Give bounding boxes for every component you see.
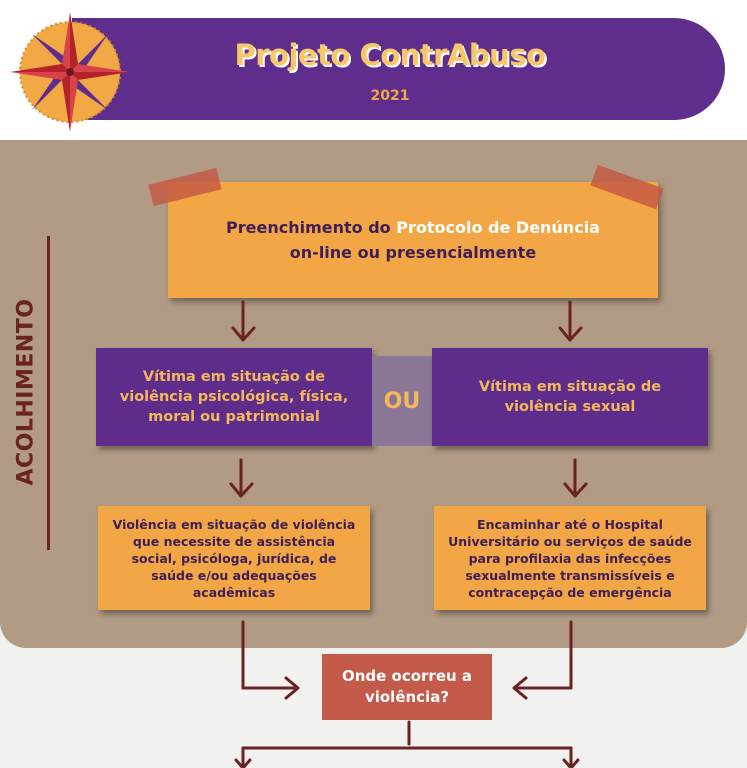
step-protocol-text: Preenchimento do Protocolo de Denúncia o… bbox=[226, 215, 600, 265]
section-label-text: ACOLHIMENTO bbox=[13, 298, 39, 486]
case-box-left: Vítima em situação de violência psicológ… bbox=[96, 348, 372, 446]
action-box-right: Encaminhar até o Hospital Universitário … bbox=[434, 506, 706, 610]
year-label: 2021 bbox=[370, 88, 410, 104]
action-box-left: Violência em situação de violência que n… bbox=[98, 506, 370, 610]
or-separator: OU bbox=[372, 356, 432, 446]
step-text-start: Preenchimento do bbox=[226, 218, 397, 237]
step-protocol-note: Preenchimento do Protocolo de Denúncia o… bbox=[168, 182, 658, 298]
step-text-highlight: Protocolo de Denúncia bbox=[396, 218, 600, 237]
or-label: OU bbox=[383, 388, 421, 414]
page-title: Projeto ContrAbuso bbox=[234, 38, 546, 72]
header-banner bbox=[72, 18, 725, 120]
step-text-end: on-line ou presencialmente bbox=[289, 243, 537, 262]
case-box-right: Vítima em situação de violência sexual bbox=[432, 348, 708, 446]
compass-rose-icon bbox=[10, 12, 130, 132]
question-box: Onde ocorreu a violência? bbox=[322, 654, 492, 720]
side-divider bbox=[47, 236, 50, 550]
